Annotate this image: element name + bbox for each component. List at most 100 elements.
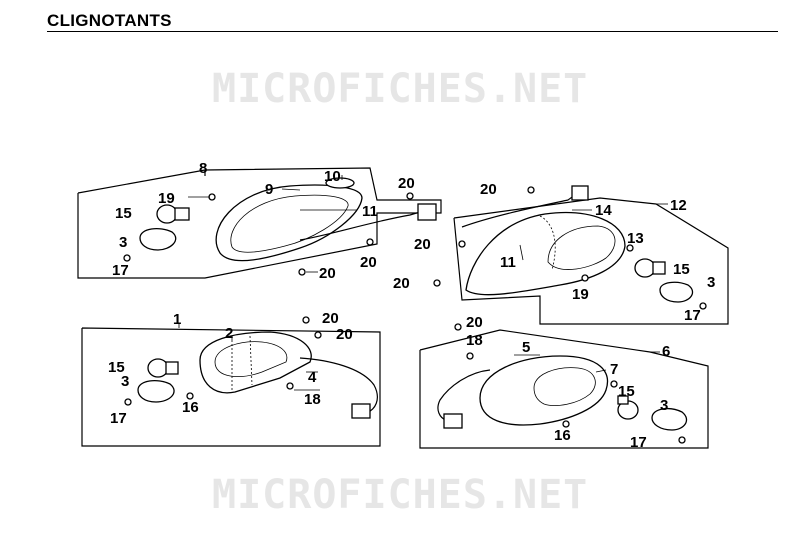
title-divider: [47, 31, 778, 32]
callout-6-5: 5: [522, 339, 530, 356]
screw-20a: [406, 192, 414, 200]
connector: [443, 413, 463, 429]
callout-12: 12: [670, 197, 687, 214]
socket-3: [651, 407, 688, 431]
lens: [533, 367, 596, 406]
screw-16: [186, 392, 194, 400]
screw-17: [699, 302, 707, 310]
callout-6-15: 15: [618, 383, 635, 400]
callout-12-20a: 20: [480, 181, 497, 198]
callout-6-20: 20: [466, 314, 483, 331]
lamp-housing-2: [199, 331, 312, 394]
bulb-base: [617, 395, 629, 405]
callout-8-9: 9: [265, 181, 273, 198]
callout-1-16: 16: [182, 399, 199, 416]
screw-20a: [527, 186, 535, 194]
callout-6-18: 18: [466, 332, 483, 349]
wire-harness: [437, 369, 491, 421]
callout-6-3: 3: [660, 397, 668, 414]
callout-8-20b: 20: [360, 254, 377, 271]
callout-1-17: 17: [110, 410, 127, 427]
callout-12-13: 13: [627, 230, 644, 247]
bulb-base: [174, 207, 190, 221]
group-12: 12 20 14 20 13 11 20 15 3 19 17: [393, 181, 729, 325]
callout-8-20a: 20: [398, 175, 415, 192]
group-6: 6 20 18 5 7 15 3 16 17: [419, 314, 709, 451]
lamp-housing-5: [479, 355, 608, 426]
bulb-base: [165, 361, 179, 375]
screw-18: [466, 352, 474, 360]
bulb-15: [634, 258, 656, 278]
group-1-frame: [81, 327, 381, 447]
screw-20: [454, 323, 462, 331]
socket-3: [659, 281, 694, 303]
screw-20a: [302, 316, 310, 324]
watermark-top: MICROFICHES.NET: [212, 66, 589, 112]
socket-3: [139, 227, 177, 251]
lens-13: [547, 225, 616, 270]
lamp-housing-12: [465, 212, 626, 296]
callout-6-7: 7: [610, 361, 618, 378]
screw-20b: [366, 238, 374, 246]
callout-8: 8: [199, 160, 207, 177]
wire-harness: [299, 357, 378, 413]
callout-12-3: 3: [707, 274, 715, 291]
callout-1-3: 3: [121, 373, 129, 390]
callout-12-17: 17: [684, 307, 701, 324]
callout-12-15: 15: [673, 261, 690, 278]
group-8: 8 19 15 3 17 9 10 11 20 20 20: [77, 160, 442, 282]
connector: [417, 203, 437, 221]
callout-1-15: 15: [108, 359, 125, 376]
callout-1-2: 2: [225, 325, 233, 342]
callout-8-10: 10: [324, 168, 341, 185]
callout-8-20c: 20: [319, 265, 336, 282]
callout-6-16: 16: [554, 427, 571, 444]
callout-8-3: 3: [119, 234, 127, 251]
watermark-bottom: MICROFICHES.NET: [212, 472, 589, 518]
bulb-15: [156, 204, 178, 224]
callout-1-20a: 20: [322, 310, 339, 327]
callout-8-15: 15: [115, 205, 132, 222]
callout-8-11: 11: [362, 203, 378, 220]
screw-16: [562, 420, 570, 428]
screw-7: [610, 380, 618, 388]
callout-8-19: 19: [158, 190, 175, 207]
group-12-frame: [453, 197, 729, 325]
screw-20b: [458, 240, 466, 248]
callout-8-17: 17: [112, 262, 129, 279]
lens-10: [325, 177, 355, 189]
callout-12-14: 14: [595, 202, 612, 219]
callout-12-20c: 20: [393, 275, 410, 292]
bulb-15: [147, 358, 169, 378]
screw-20c: [298, 268, 306, 276]
screw-17: [123, 254, 131, 262]
callout-1: 1: [173, 311, 181, 328]
screw-13: [626, 244, 634, 252]
callout-1-20b: 20: [336, 326, 353, 343]
socket-3: [137, 379, 175, 403]
callout-6: 6: [662, 343, 670, 360]
callout-12-20b: 20: [414, 236, 431, 253]
callout-6-17: 17: [630, 434, 647, 451]
lamp-housing-9: [215, 184, 363, 262]
screw-18: [286, 382, 294, 390]
bulb-base: [652, 261, 666, 275]
callout-12-11: 11: [500, 254, 516, 271]
connector: [571, 185, 589, 201]
screw-19: [581, 274, 589, 282]
callout-1-4: 4: [308, 369, 317, 386]
callout-12-19: 19: [572, 286, 589, 303]
group-6-frame: [419, 329, 709, 449]
screw-17: [678, 436, 686, 444]
connector: [351, 403, 371, 419]
group-1: 1 2 20 20 15 3 4 16 18 17: [81, 310, 381, 447]
screw-20b: [314, 331, 322, 339]
screw-20c: [433, 279, 441, 287]
wire-harness: [461, 194, 576, 228]
screw-17: [124, 398, 132, 406]
wire-harness: [299, 211, 421, 241]
group-8-frame: [77, 167, 442, 279]
page-title: CLIGNOTANTS: [47, 11, 172, 30]
callout-1-18: 18: [304, 391, 321, 408]
